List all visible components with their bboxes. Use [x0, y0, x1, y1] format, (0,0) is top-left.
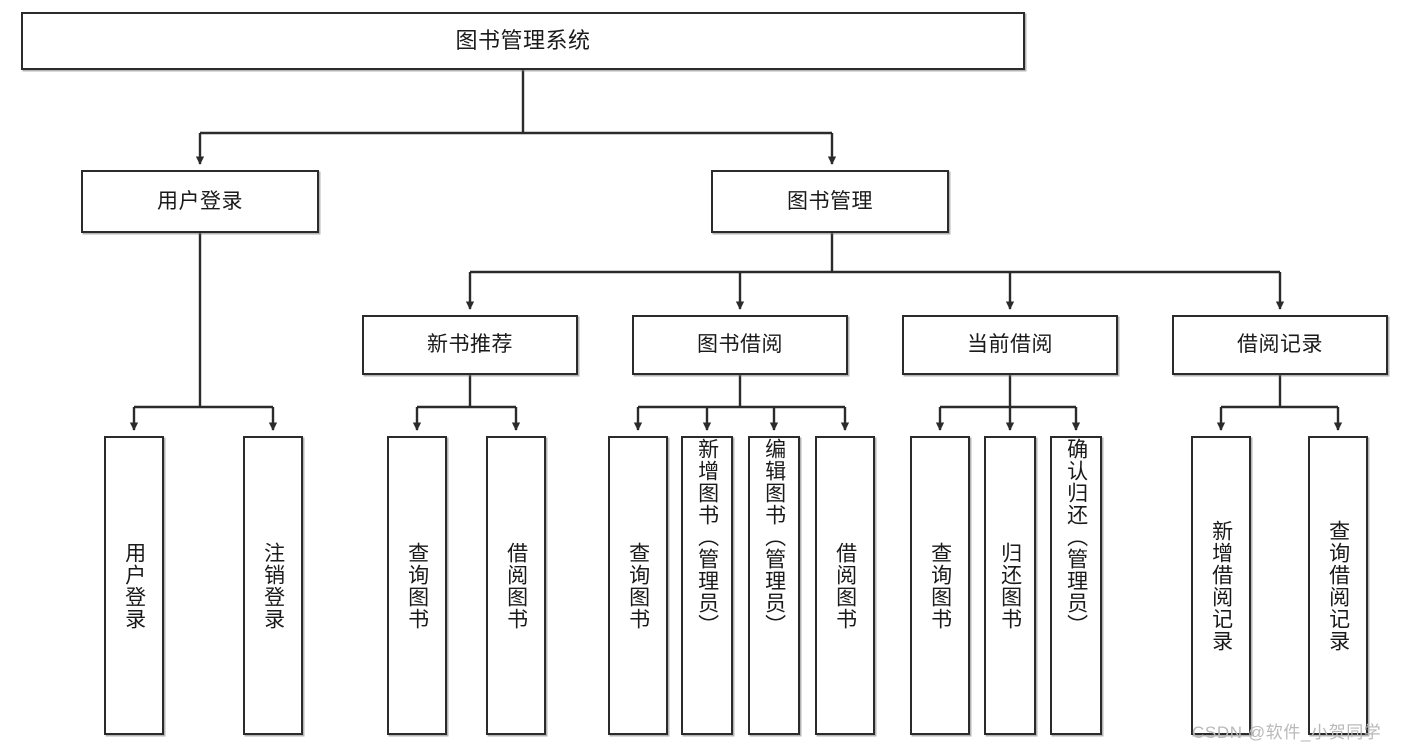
leaf-borrow-book-2[interactable]: 借阅图书 — [815, 436, 875, 735]
node-user-login[interactable]: 用户登录 — [81, 170, 319, 233]
node-user-login-label: 用户登录 — [157, 189, 243, 213]
leaf-add-book-label: 新增图书（管理员） — [695, 438, 719, 636]
leaf-borrow-book-2-label: 借阅图书 — [833, 541, 857, 630]
leaf-return-book[interactable]: 归还图书 — [984, 436, 1036, 735]
leaf-query-book-1[interactable]: 查询图书 — [387, 436, 447, 735]
leaf-query-book-3-label: 查询图书 — [928, 541, 952, 630]
leaf-user-login-label: 用户登录 — [122, 541, 146, 630]
leaf-confirm-return[interactable]: 确认归还（管理员） — [1050, 436, 1102, 735]
leaf-edit-book-label: 编辑图书（管理员） — [762, 438, 786, 636]
leaf-query-book-2[interactable]: 查询图书 — [608, 436, 668, 735]
leaf-edit-book[interactable]: 编辑图书（管理员） — [748, 436, 800, 735]
leaf-query-record-label: 查询借阅记录 — [1326, 519, 1350, 652]
node-root[interactable]: 图书管理系统 — [21, 12, 1025, 70]
leaf-query-book-1-label: 查询图书 — [405, 541, 429, 630]
node-new-book-rec-label: 新书推荐 — [427, 333, 513, 357]
leaf-query-book-2-label: 查询图书 — [626, 541, 650, 630]
node-current-borrow-label: 当前借阅 — [967, 333, 1053, 357]
leaf-query-book-3[interactable]: 查询图书 — [910, 436, 970, 735]
leaf-logout-login[interactable]: 注销登录 — [243, 436, 303, 735]
node-root-label: 图书管理系统 — [455, 27, 591, 53]
leaf-add-book[interactable]: 新增图书（管理员） — [681, 436, 733, 735]
node-borrow-record[interactable]: 借阅记录 — [1172, 315, 1388, 375]
leaf-query-record[interactable]: 查询借阅记录 — [1308, 436, 1368, 735]
node-borrow-record-label: 借阅记录 — [1237, 333, 1323, 357]
leaf-borrow-book-1[interactable]: 借阅图书 — [486, 436, 546, 735]
leaf-user-login[interactable]: 用户登录 — [104, 436, 164, 735]
node-new-book-rec[interactable]: 新书推荐 — [362, 315, 578, 375]
leaf-logout-login-label: 注销登录 — [261, 541, 285, 630]
leaf-return-book-label: 归还图书 — [998, 541, 1022, 630]
leaf-add-record[interactable]: 新增借阅记录 — [1191, 436, 1251, 735]
leaf-add-record-label: 新增借阅记录 — [1209, 519, 1233, 652]
node-book-manage[interactable]: 图书管理 — [711, 170, 949, 233]
node-book-borrow-label: 图书借阅 — [697, 333, 783, 357]
node-book-borrow[interactable]: 图书借阅 — [632, 315, 848, 375]
node-current-borrow[interactable]: 当前借阅 — [902, 315, 1118, 375]
leaf-borrow-book-1-label: 借阅图书 — [504, 541, 528, 630]
node-book-manage-label: 图书管理 — [787, 189, 873, 213]
csdn-watermark: CSDN @软件_小贺同学 — [1192, 723, 1382, 742]
leaf-confirm-return-label: 确认归还（管理员） — [1064, 438, 1088, 636]
